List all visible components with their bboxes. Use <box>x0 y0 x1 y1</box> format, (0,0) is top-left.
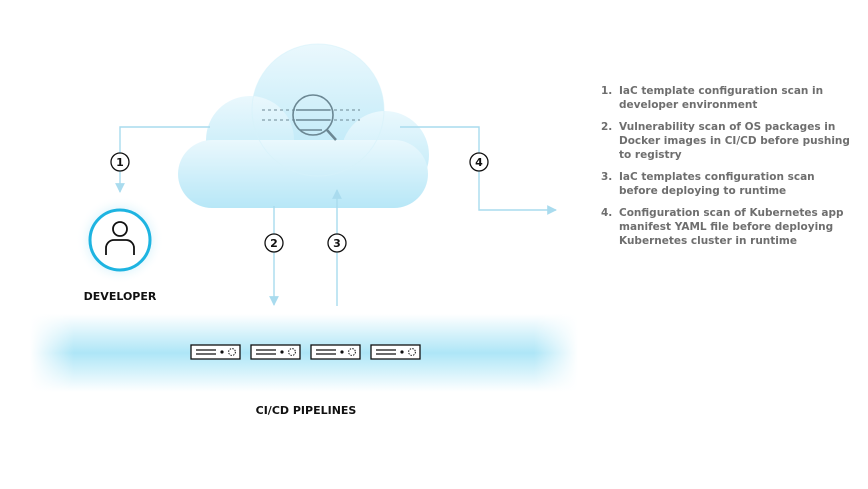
server-icon <box>370 344 421 360</box>
svg-text:1: 1 <box>116 156 124 169</box>
server-icon <box>310 344 361 360</box>
person-icon <box>105 221 135 255</box>
note-text: IaC template configuration scan in devel… <box>619 85 824 111</box>
svg-text:4: 4 <box>475 156 483 169</box>
note-item: 4. Configuration scan of Kubernetes app … <box>601 206 851 248</box>
svg-text:2: 2 <box>270 237 278 250</box>
note-number: 2. <box>601 121 613 133</box>
magnifier-icon <box>262 94 360 141</box>
note-item: 2. Vulnerability scan of OS packages in … <box>601 120 851 162</box>
pipelines-band <box>30 314 578 392</box>
pipelines-label: CI/CD PIPELINES <box>256 404 357 417</box>
note-text: IaC templates configuration scan before … <box>619 171 815 197</box>
note-number: 4. <box>601 207 613 219</box>
cloud <box>178 43 429 208</box>
server-icon <box>190 344 241 360</box>
note-text: Configuration scan of Kubernetes app man… <box>619 207 844 247</box>
note-number: 1. <box>601 85 613 97</box>
note-text: Vulnerability scan of OS packages in Doc… <box>619 121 850 161</box>
note-item: 1. IaC template configuration scan in de… <box>601 84 851 112</box>
svg-text:3: 3 <box>333 237 341 250</box>
step-badge-2: 2 <box>264 233 284 253</box>
step-badge-4: 4 <box>469 152 489 172</box>
developer-label: DEVELOPER <box>84 290 157 303</box>
step-badge-1: 1 <box>110 152 130 172</box>
developer-node: DEVELOPER <box>76 196 164 303</box>
server-icon <box>250 344 301 360</box>
note-item: 3. IaC templates configuration scan befo… <box>601 170 851 198</box>
note-number: 3. <box>601 171 613 183</box>
step-badge-3: 3 <box>327 233 347 253</box>
notes-list: 1. IaC template configuration scan in de… <box>601 84 851 256</box>
